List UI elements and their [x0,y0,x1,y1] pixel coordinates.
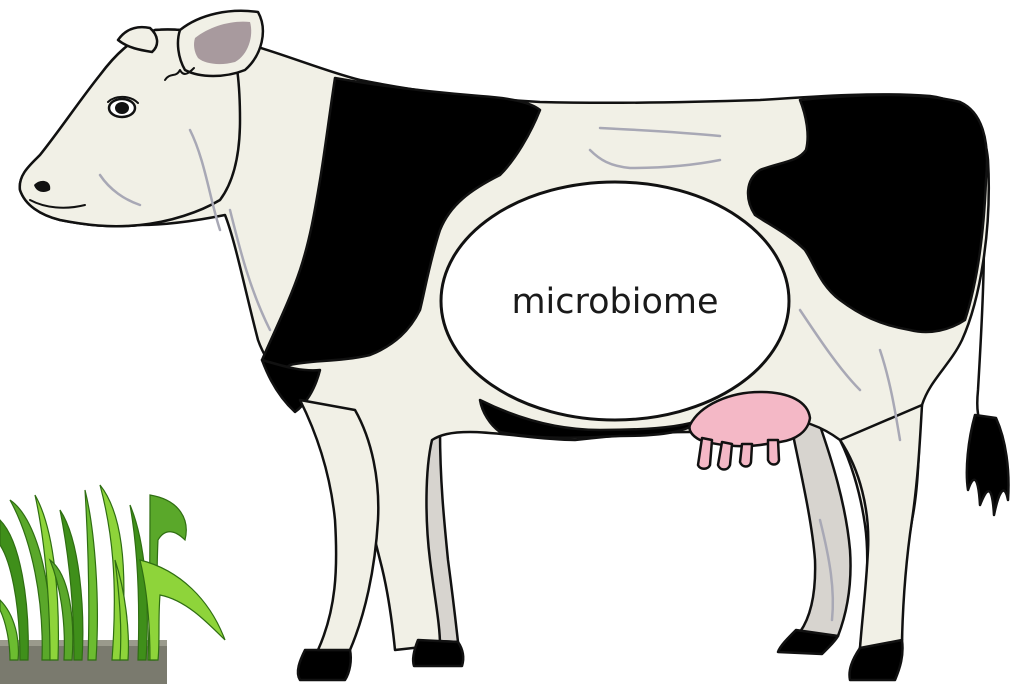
tail-tuft [967,415,1009,515]
hoof-front-near [298,650,351,680]
teat-4 [768,440,779,465]
microbiome-callout: microbiome [441,182,789,420]
hoof-rear-far [778,630,838,654]
teat-3 [740,444,752,467]
teat-2 [718,442,732,470]
near-front-leg [300,400,378,650]
hoof-front-far [413,640,463,666]
grass-icon [0,485,225,684]
microbiome-label: microbiome [511,282,718,322]
cow-pupil [115,102,129,114]
far-rear-leg [790,420,851,636]
teat-1 [698,438,712,469]
near-rear-leg [840,405,922,648]
